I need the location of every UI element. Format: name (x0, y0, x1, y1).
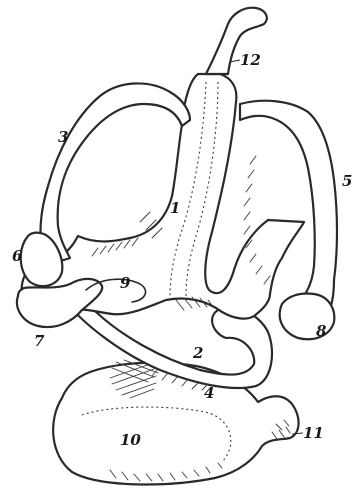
label-6: 6 (12, 247, 23, 265)
label-4: 4 (204, 384, 214, 402)
label-5: 5 (342, 172, 352, 190)
label-9: 9 (120, 274, 131, 292)
label-2: 2 (192, 344, 203, 362)
label-1: 1 (170, 199, 180, 217)
label-3: 3 (58, 128, 68, 146)
label-11: 11 (303, 424, 324, 442)
label-10: 10 (120, 431, 141, 449)
label-8: 8 (316, 322, 327, 340)
label-7: 7 (34, 332, 45, 350)
label-12: 12 (240, 51, 261, 69)
